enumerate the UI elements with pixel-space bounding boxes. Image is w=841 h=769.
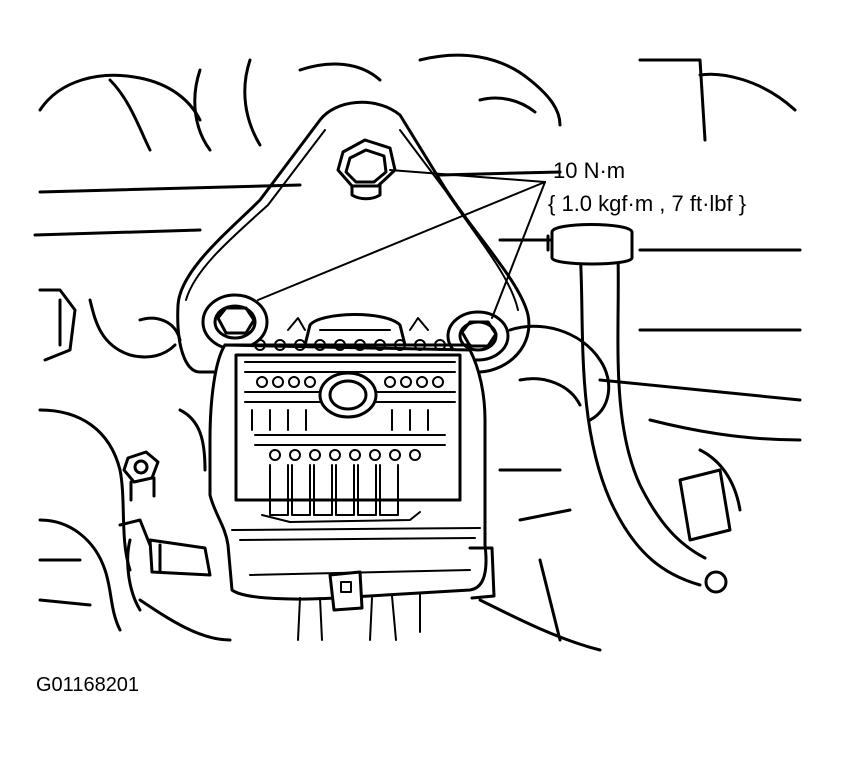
torque-value-alt-units: { 1.0 kgf·m , 7 ft·lbf } [548, 191, 747, 216]
torque-value-nm: 10 N·m [553, 158, 626, 183]
electronic-module [208, 313, 496, 641]
side-bolt [122, 450, 160, 502]
vacuum-hose [546, 223, 728, 594]
figure-id: G01168201 [36, 674, 140, 696]
torque-leader-lines [257, 169, 546, 319]
harness-clip [118, 518, 212, 612]
mounting-bracket [176, 100, 531, 374]
top-bolt [336, 138, 397, 201]
